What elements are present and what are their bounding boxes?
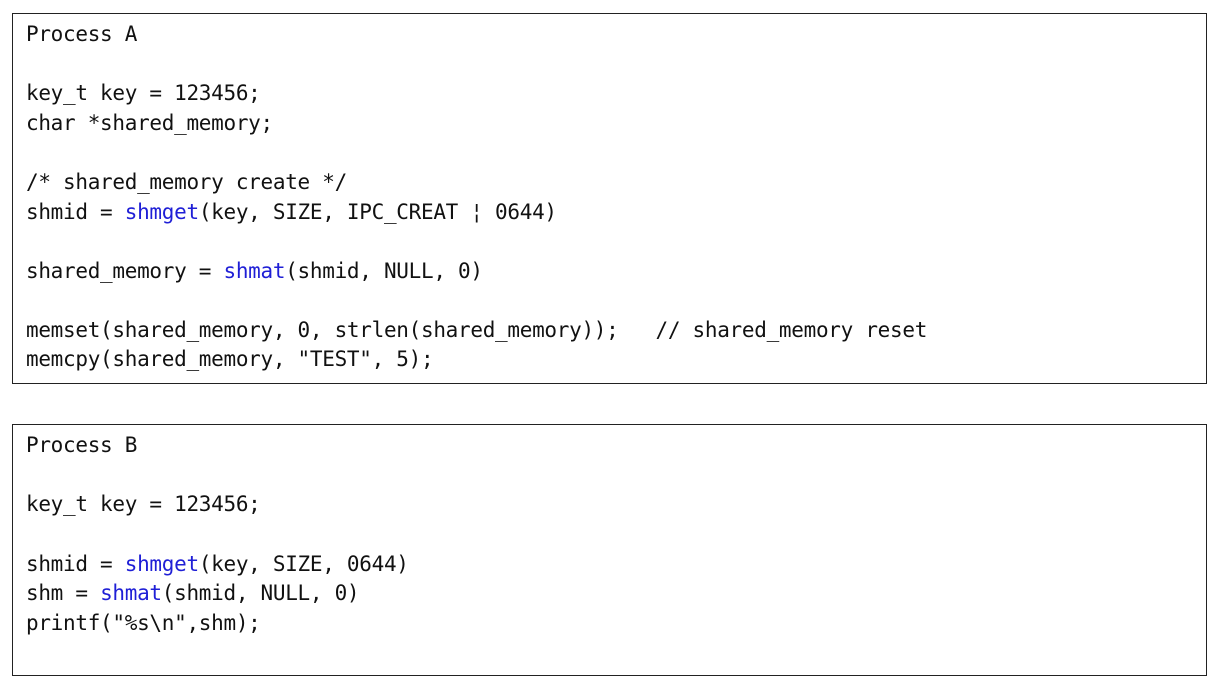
shmat-arguments: (shmid, NULL, 0) bbox=[285, 259, 483, 283]
process-b-shmat-line: shm = shmat(shmid, NULL, 0) bbox=[26, 578, 360, 608]
shmget-assign: shmid = bbox=[26, 200, 125, 224]
process-a-title: Process A bbox=[26, 22, 138, 46]
process-a-comment-line: /* shared_memory create */ bbox=[26, 170, 347, 194]
process-b-printf-line: printf("%s\n",shm); bbox=[26, 611, 261, 635]
process-a-memset-line: memset(shared_memory, 0, strlen(shared_m… bbox=[26, 318, 928, 342]
process-b-title: Process B bbox=[26, 433, 138, 457]
shmat-arguments: (shmid, NULL, 0) bbox=[161, 581, 360, 605]
shmget-function-name: shmget bbox=[124, 552, 199, 576]
process-a-shmat-line: shared_memory = shmat(shmid, NULL, 0) bbox=[26, 256, 483, 286]
shmget-arguments: (key, SIZE, 0644) bbox=[198, 552, 409, 576]
process-b-code-box: Process B key_t key = 123456; shmid = sh… bbox=[12, 424, 1207, 676]
shmget-assign: shmid = bbox=[26, 552, 125, 576]
process-a-key-line: key_t key = 123456; bbox=[26, 81, 261, 105]
shmat-function-name: shmat bbox=[223, 259, 286, 283]
process-a-code-box: Process A key_t key = 123456; char *shar… bbox=[12, 13, 1207, 384]
shmat-assign: shared_memory = bbox=[26, 259, 224, 283]
shmat-assign: shm = bbox=[26, 581, 101, 605]
process-b-key-line: key_t key = 123456; bbox=[26, 492, 261, 516]
process-a-decl-line: char *shared_memory; bbox=[26, 111, 273, 135]
process-a-memcpy-line: memcpy(shared_memory, "TEST", 5); bbox=[26, 347, 434, 371]
shmget-arguments: (key, SIZE, IPC_CREAT ¦ 0644) bbox=[198, 200, 557, 224]
shmget-function-name: shmget bbox=[124, 200, 199, 224]
shmat-function-name: shmat bbox=[100, 581, 162, 605]
process-b-shmget-line: shmid = shmget(key, SIZE, 0644) bbox=[26, 549, 409, 579]
process-a-shmget-line: shmid = shmget(key, SIZE, IPC_CREAT ¦ 06… bbox=[26, 197, 557, 227]
